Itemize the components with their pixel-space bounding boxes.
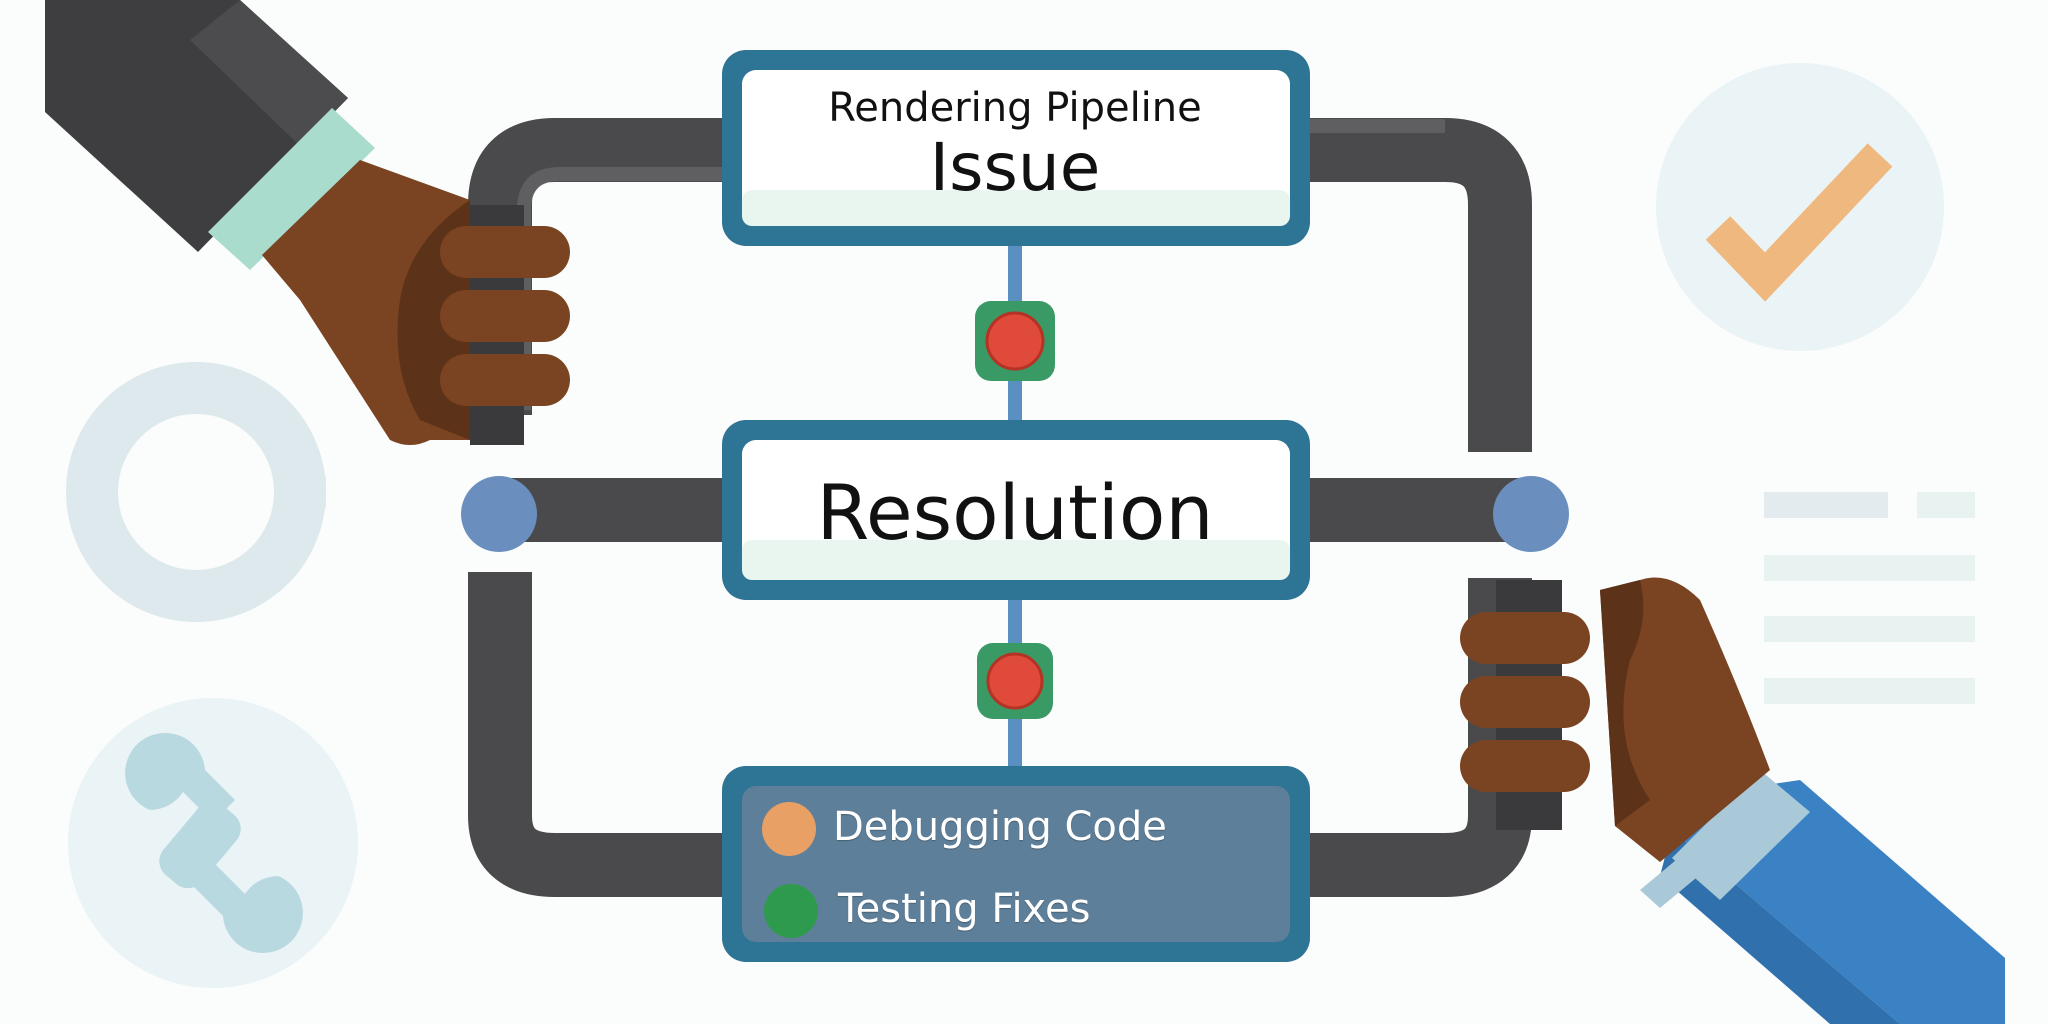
valve-bottom <box>977 643 1053 719</box>
checkmark-icon <box>1656 63 1944 351</box>
gear-icon <box>66 362 326 622</box>
legend-panel <box>722 766 1310 962</box>
issue-title: Issue <box>929 129 1101 206</box>
issue-box <box>722 50 1310 246</box>
legend-label-debugging: Debugging Code <box>833 804 1167 850</box>
pipe-network <box>468 118 1532 897</box>
issue-subtitle: Rendering Pipeline <box>828 85 1202 131</box>
node-right <box>1493 476 1569 552</box>
hand-bottom-right <box>1460 577 2005 1024</box>
wrench-icon <box>68 698 358 988</box>
text-lines-icon <box>1764 492 1975 704</box>
legend-swatch-testing <box>764 884 818 938</box>
node-left <box>461 476 537 552</box>
legend-label-testing: Testing Fixes <box>838 886 1091 932</box>
resolution-title: Resolution <box>816 468 1214 557</box>
valve-top <box>975 301 1055 381</box>
hand-top-left <box>45 0 570 445</box>
resolution-box <box>722 420 1310 600</box>
legend-swatch-debugging <box>762 802 816 856</box>
